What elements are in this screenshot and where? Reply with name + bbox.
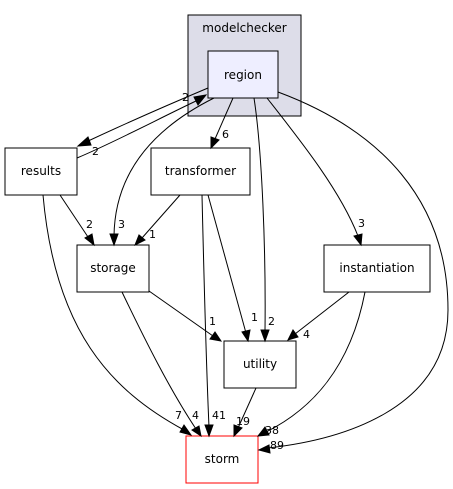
edge-storage-storm: 4: [121, 291, 202, 438]
node-box: [76, 244, 150, 293]
edge-line: [141, 194, 181, 239]
edge-line: [201, 194, 210, 428]
edge-line: [85, 87, 209, 143]
node-instantiation[interactable]: instantiation: [323, 244, 431, 293]
edge-arrowhead: [84, 233, 95, 247]
edge-arrowhead: [241, 329, 251, 343]
node-box: [4, 147, 78, 196]
edge-arrowhead: [233, 424, 243, 438]
edge-count: 19: [236, 415, 250, 428]
edge-line: [113, 97, 215, 237]
edge-line: [253, 97, 266, 333]
edge-storage-utility: 1: [148, 290, 223, 342]
cluster-modelchecker[interactable]: modelchecker: [187, 14, 302, 117]
edge-region-storm: 89: [257, 91, 449, 454]
edge-region-transformer: 6: [210, 97, 234, 150]
edge-instantiation-utility: 4: [287, 291, 350, 341]
edge-line: [42, 194, 185, 431]
edge-arrowhead: [193, 94, 208, 106]
node-box: [150, 147, 251, 196]
edge-count: 89: [270, 439, 284, 452]
edge-count: 6: [222, 128, 229, 141]
edge-arrowhead: [179, 424, 193, 436]
edge-count: 3: [358, 217, 365, 230]
edge-arrowhead: [134, 234, 146, 247]
edge-transformer-storage: 1: [134, 194, 181, 247]
node-label: storm: [205, 452, 240, 466]
edge-results-storm: 7: [42, 194, 193, 436]
edge-arrowhead: [256, 426, 270, 437]
edge-arrowhead: [191, 425, 202, 438]
edge-count: 1: [251, 311, 258, 324]
edge-line: [265, 291, 366, 433]
node-region[interactable]: region: [207, 50, 279, 99]
node-box: [223, 340, 297, 389]
edge-count: 2: [268, 315, 275, 328]
edge-line: [148, 290, 214, 337]
node-label: region: [224, 68, 262, 82]
edge-arrowhead: [209, 331, 223, 342]
edge-count: 3: [118, 218, 125, 231]
edge-count: 2: [86, 218, 93, 231]
node-label: storage: [90, 261, 136, 275]
edge-count: 7: [175, 409, 182, 422]
edge-count: 38: [265, 424, 279, 437]
node-label: utility: [243, 357, 277, 371]
node-label: results: [21, 164, 61, 178]
node-results[interactable]: results: [4, 147, 78, 196]
edge-arrowhead: [353, 233, 363, 247]
edge-region-utility: 2: [253, 97, 275, 343]
edge-results-storage: 2: [59, 194, 95, 247]
edge-arrowhead: [257, 444, 271, 454]
node-utility[interactable]: utility: [223, 340, 297, 389]
node-box: [323, 244, 431, 293]
edge-line: [76, 100, 197, 159]
node-label: transformer: [165, 164, 236, 178]
node-storage[interactable]: storage: [76, 244, 150, 293]
edge-count: 4: [303, 328, 310, 341]
edge-line: [294, 291, 350, 335]
edge-region-results: 2: [76, 87, 209, 158]
edge-count: 1: [149, 228, 156, 241]
edge-count: 4: [192, 409, 199, 422]
cluster-label: modelchecker: [202, 21, 286, 35]
edge-arrowhead: [210, 136, 220, 150]
edge-arrowhead: [204, 424, 214, 438]
edge-arrowhead: [287, 329, 299, 341]
node-box: [207, 50, 279, 99]
edge-results-region: 2: [76, 91, 208, 159]
edge-line: [266, 97, 359, 237]
edge-line: [267, 91, 449, 449]
edge-transformer-utility: 1: [207, 194, 258, 343]
edge-transformer-storm: 41: [201, 194, 226, 438]
edge-instantiation-storm: 38: [256, 291, 366, 437]
edge-utility-storm: 19: [233, 387, 257, 438]
edge-count: 41: [212, 409, 226, 422]
node-storm[interactable]: storm: [185, 435, 259, 484]
edge-arrowhead: [109, 233, 119, 247]
edge-line: [237, 387, 257, 429]
edge-count: 1: [209, 315, 216, 328]
edge-line: [214, 97, 234, 140]
edge-line: [121, 291, 197, 430]
node-box: [185, 435, 259, 484]
node-transformer[interactable]: transformer: [150, 147, 251, 196]
edge-line: [59, 194, 89, 238]
edge-count: 2: [182, 91, 189, 104]
edge-arrowhead: [260, 329, 270, 343]
edge-count: 2: [92, 145, 99, 158]
edge-arrowhead: [76, 136, 92, 147]
edge-region-instantiation: 3: [266, 97, 365, 247]
node-label: instantiation: [339, 261, 414, 275]
edge-line: [207, 194, 247, 334]
edge-region-storage: 3: [109, 97, 215, 247]
